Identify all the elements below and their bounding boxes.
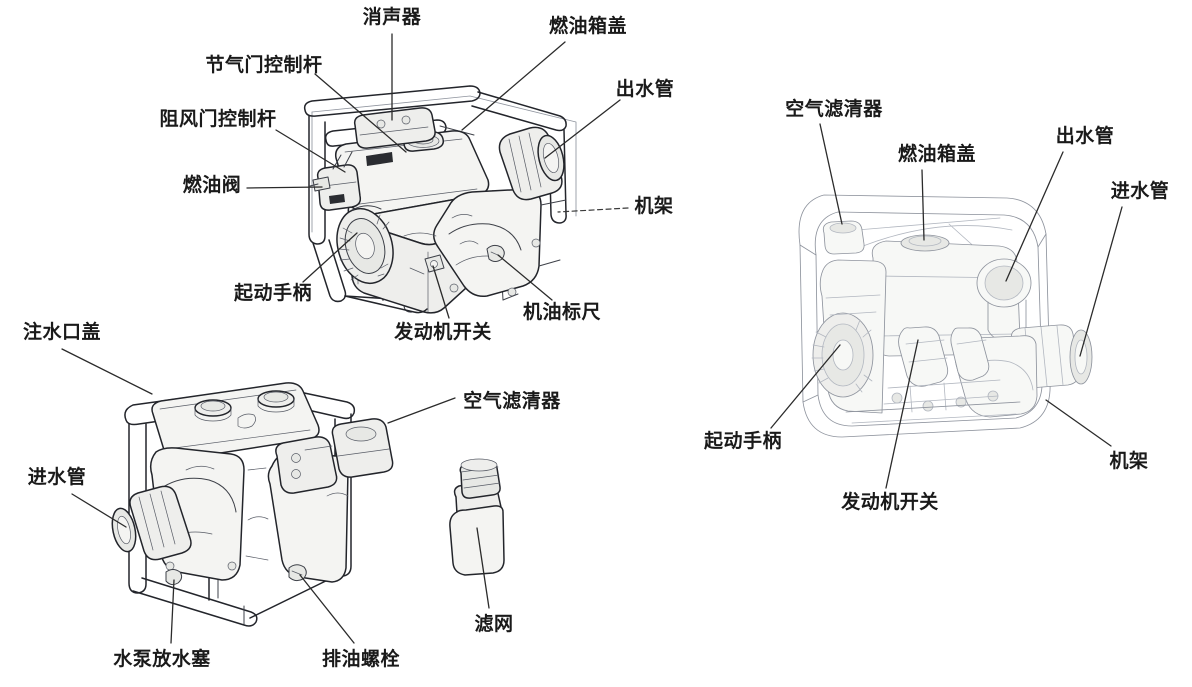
- callout-label-starter-handle-front: 起动手柄: [233, 282, 313, 305]
- muffler: [353, 107, 436, 149]
- leaders-right: [770, 123, 1123, 489]
- callout-label-water-fill-cap: 注水口盖: [22, 321, 102, 344]
- callout-label-engine-switch-front: 发动机开关: [394, 321, 492, 344]
- callout-label-fuel-tank-cap-front: 燃油箱盖: [548, 15, 628, 38]
- leaders-top-left: [246, 33, 629, 319]
- frame-tubes-rear: [311, 95, 577, 233]
- frame-base: [344, 293, 519, 314]
- callout-label-frame-side: 机架: [1109, 450, 1149, 473]
- outlet-port-3: [976, 258, 1032, 342]
- air-cleaner-box: [316, 164, 362, 211]
- callout-label-inlet-pipe-rear: 进水管: [27, 466, 87, 489]
- callout-label-outlet-pipe-side: 出水管: [1055, 125, 1115, 148]
- pump-drain-plug-part: [165, 569, 183, 586]
- oil-dipstick-part: [486, 244, 505, 262]
- callout-label-engine-switch-side: 发动机开关: [841, 491, 939, 514]
- callout-label-air-cleaner-rear: 空气滤清器: [463, 390, 561, 413]
- callout-label-strainer: 滤网: [474, 613, 514, 636]
- strainer: [449, 458, 505, 576]
- flywheel-cover-ribs-3: [811, 319, 873, 393]
- engine-block-2: [267, 418, 394, 583]
- fuel-valve: [309, 176, 331, 192]
- fuel-tank-2: [151, 382, 320, 461]
- frame-base-3: [845, 401, 1021, 424]
- callout-label-muffler-front: 消声器: [362, 6, 422, 29]
- pump-illustration-top-left: [303, 85, 577, 314]
- pump-casing: [433, 188, 542, 298]
- callout-label-inlet-pipe-side: 进水管: [1110, 180, 1170, 203]
- inlet-port-2: [111, 485, 192, 561]
- oil-drain-bolt-part: [288, 564, 307, 582]
- leaders-bottom-left: [61, 348, 490, 644]
- callout-label-fuel-tank-cap-side: 燃油箱盖: [897, 143, 977, 166]
- pump-rear-panel: [538, 199, 567, 267]
- pump-illustration-bottom-left: [111, 382, 505, 627]
- callout-label-oil-drain-bolt: 排油螺栓: [321, 648, 401, 671]
- callout-label-pump-drain-plug: 水泵放水塞: [113, 648, 211, 671]
- misc-linkage-2: [185, 465, 349, 561]
- callout-label-oil-dipstick: 机油标尺: [522, 301, 602, 324]
- engine-switch-part: [424, 254, 445, 273]
- air-cleaner-3: [822, 220, 865, 255]
- pump-illustration-right: [798, 194, 1093, 438]
- callout-label-throttle-lever: 节气门控制杆: [205, 54, 323, 77]
- misc-linkage: [403, 214, 479, 275]
- control-levers: [332, 151, 353, 170]
- callout-label-fuel-valve: 燃油阀: [182, 174, 242, 197]
- starter-cover-ribs: [338, 214, 390, 281]
- recoil-starter: [336, 205, 394, 285]
- engine-block-3: [811, 259, 887, 414]
- callout-label-frame-front: 机架: [634, 195, 674, 218]
- callout-label-starter-handle-side: 起动手柄: [703, 430, 783, 453]
- callout-label-outlet-pipe-front: 出水管: [615, 78, 675, 101]
- outlet-port: [498, 126, 565, 201]
- callout-label-air-cleaner-side: 空气滤清器: [785, 98, 883, 121]
- callout-label-choke-lever: 阻风门控制杆: [159, 108, 277, 131]
